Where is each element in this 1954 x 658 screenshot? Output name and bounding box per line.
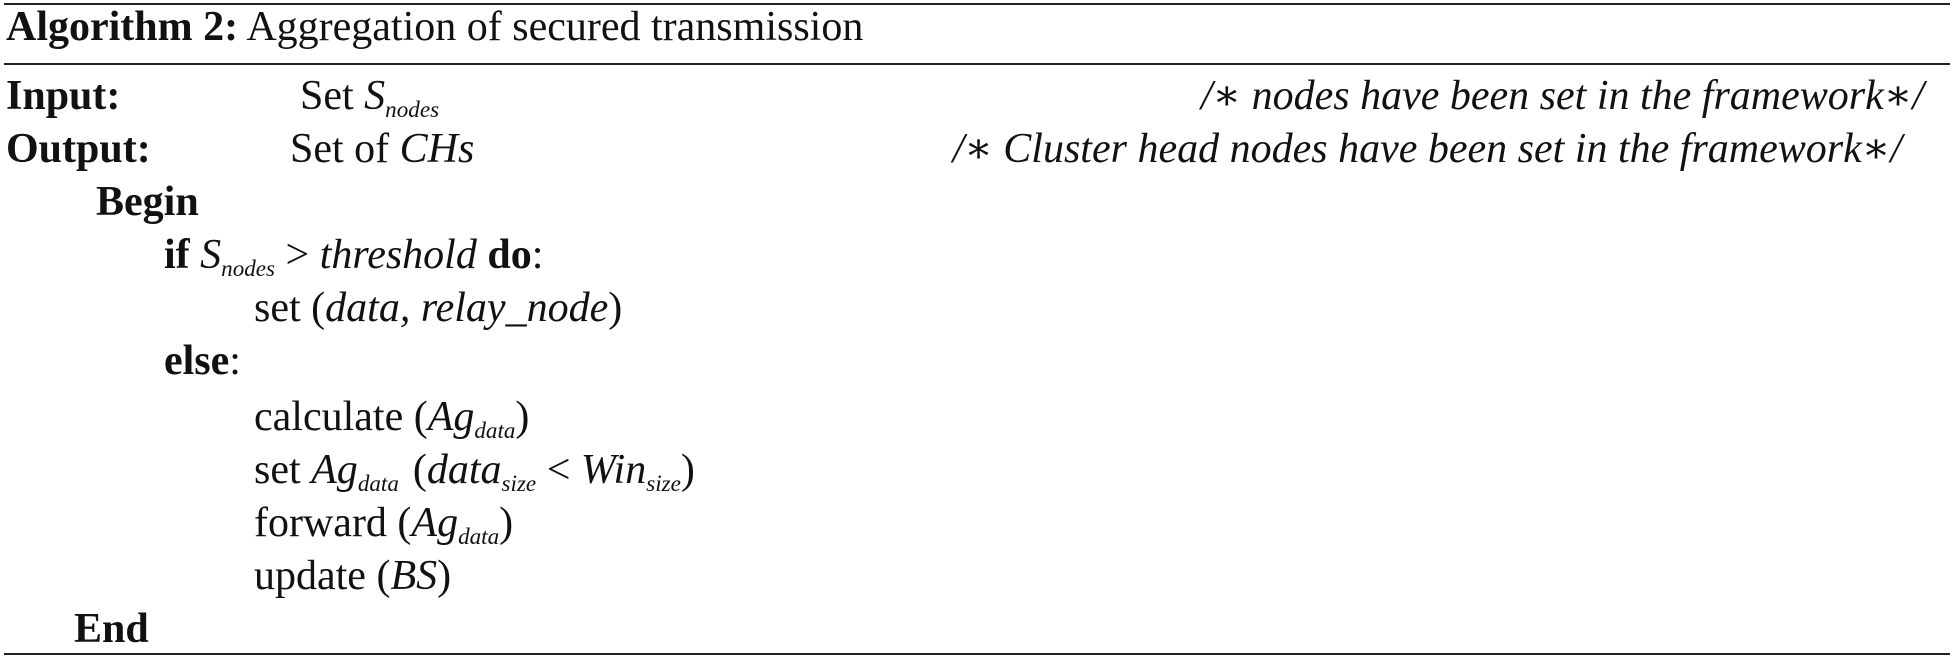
set-args: data, relay_node (325, 285, 609, 331)
do-keyword: do (487, 232, 532, 278)
set2-win: Win (580, 447, 647, 493)
set2-open-paren: ( (412, 447, 427, 493)
input-comment: /∗ nodes have been set in the framework∗… (1200, 73, 1924, 119)
if-statement: if Snodes > threshold do: (164, 230, 543, 280)
set2-ag-subscript: data (357, 470, 399, 497)
if-keyword: if (164, 232, 190, 278)
top-rule (4, 3, 1950, 5)
algorithm-label: Algorithm 2: (6, 4, 239, 50)
update-call: update ( (254, 553, 391, 599)
update-close-paren: ) (437, 553, 452, 599)
calc-ag: Ag (427, 394, 475, 440)
forward-ag: Ag (411, 500, 459, 546)
set2-ag: Ag (311, 447, 358, 493)
set-close-paren: ) (608, 285, 623, 331)
algorithm-title-text: Aggregation of secured transmission (246, 4, 864, 50)
forward-ag-subscript: data (458, 523, 500, 550)
else-keyword: else (164, 338, 230, 384)
update-bs: BS (390, 553, 438, 599)
input-label: Input: (6, 73, 121, 119)
input-value: Set Snodes (300, 71, 439, 121)
if-set-symbol: S (200, 232, 222, 278)
input-set-subscript: nodes (385, 96, 440, 123)
forward-statement: forward (Agdata) (254, 498, 513, 548)
output-value-prefix: Set of (290, 126, 390, 172)
calculate-statement: calculate (Agdata) (254, 392, 529, 442)
algorithm-title: Algorithm 2: Aggregation of secured tran… (6, 2, 863, 52)
output-label: Output: (6, 126, 151, 172)
begin-keyword: Begin (96, 179, 199, 225)
calculate-call: calculate ( (254, 394, 428, 440)
set2-call: set (254, 447, 312, 493)
output-value: Set of CHs (290, 124, 474, 174)
forward-close-paren: ) (499, 500, 514, 546)
end-keyword: End (74, 606, 149, 652)
input-set-symbol: S (364, 73, 386, 119)
if-operator: > (275, 232, 320, 278)
bottom-rule (4, 653, 1950, 655)
if-set-subscript: nodes (221, 255, 276, 282)
calc-ag-subscript: data (474, 417, 516, 444)
set2-lt: < (536, 447, 581, 493)
set2-data-subscript: size (501, 470, 537, 497)
set-ag-statement: set Agdata(datasize < Winsize) (254, 445, 695, 495)
set2-data: data (426, 447, 502, 493)
output-comment: /∗ Cluster head nodes have been set in t… (952, 126, 1902, 172)
forward-call: forward ( (254, 500, 412, 546)
update-statement: update (BS) (254, 551, 451, 601)
else-colon: : (229, 338, 241, 384)
calc-close-paren: ) (515, 394, 530, 440)
title-rule (4, 63, 1950, 65)
input-value-prefix: Set (300, 73, 354, 119)
output-value-italic: CHs (399, 126, 475, 172)
set2-win-subscript: size (646, 470, 681, 497)
else-statement: else: (164, 336, 241, 386)
set-call: set ( (254, 285, 326, 331)
if-threshold: threshold (319, 232, 477, 278)
set2-close-paren: ) (680, 447, 695, 493)
if-colon: : (531, 232, 544, 278)
set-relay-statement: set (data, relay_node) (254, 283, 622, 333)
